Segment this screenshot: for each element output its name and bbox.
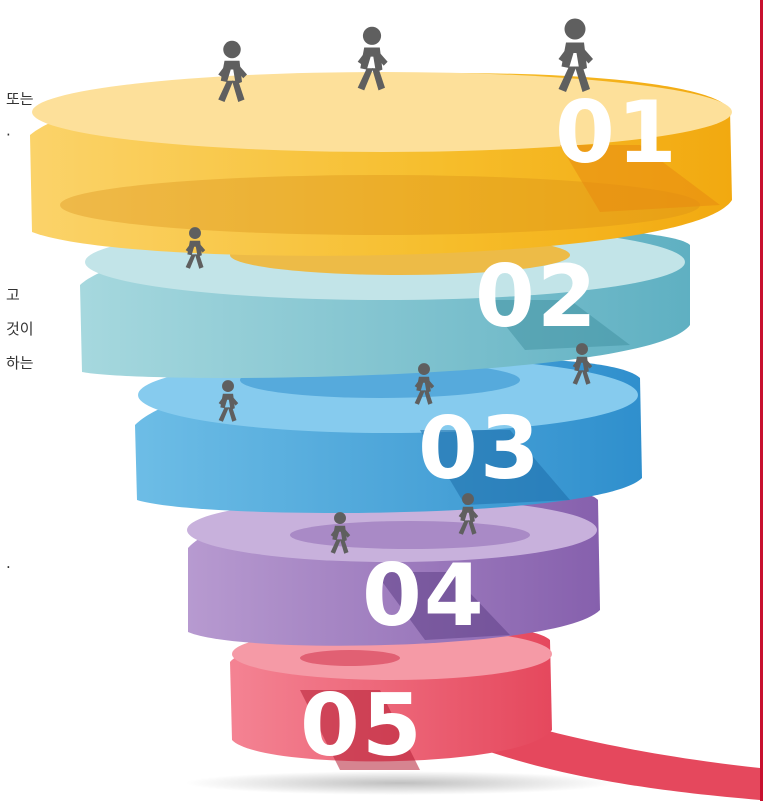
step-01-label: 01: [555, 83, 679, 183]
ribbon-tail: [490, 718, 760, 800]
text-fragment: 고: [6, 286, 20, 304]
step-05-label: 05: [300, 676, 424, 776]
text-fragment: 것이: [6, 320, 34, 338]
ground-shadow: [185, 771, 615, 795]
right-border-line: [760, 0, 763, 801]
text-fragment: 하는: [6, 354, 34, 372]
step-04-ring: [187, 486, 600, 646]
step-01-ring: [30, 72, 732, 256]
step-04-label: 04: [362, 546, 486, 646]
text-fragment: .: [6, 554, 11, 572]
step-03-label: 03: [418, 399, 542, 499]
text-fragment: ·: [6, 126, 11, 144]
text-fragment: 또는: [6, 90, 34, 108]
step-02-label: 02: [475, 247, 599, 347]
step-03-ring: [135, 357, 642, 513]
